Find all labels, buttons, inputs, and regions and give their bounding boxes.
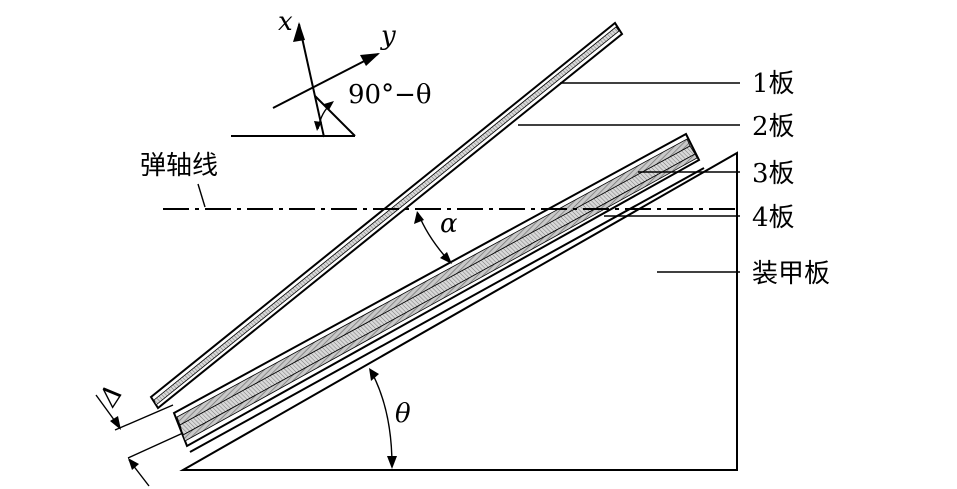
armor-plate-label: 装甲板 (752, 259, 830, 289)
angle-90-theta-label: 90°−θ (348, 80, 432, 110)
upper-plate-hatch (153, 26, 620, 406)
delta-arrow-top (110, 416, 121, 430)
theta-angle-arc (370, 370, 393, 467)
plate-3-label: 3板 (752, 159, 795, 189)
angle-arc-arrow-a (314, 121, 322, 131)
alpha-arc-arrow-bottom (440, 252, 452, 264)
plate-4-label: 4板 (752, 203, 795, 233)
coordinate-axes: x y 90°−θ (231, 7, 432, 138)
ballistic-axis-leader (197, 183, 206, 208)
y-axis-arrowhead (360, 53, 380, 66)
delta-extension-upper (114, 404, 174, 431)
axis-x-label: x (278, 7, 293, 37)
alpha-label: α (440, 209, 458, 239)
x-axis-line (298, 23, 325, 138)
plate-label-leaders (518, 82, 740, 273)
theta-arc-arrow-bottom (387, 456, 397, 469)
lower-plate-core-hatch (179, 145, 696, 436)
delta-extension-lower (127, 432, 184, 459)
upper-plate-group (149, 21, 624, 410)
angle-arc-arrow-b (324, 101, 334, 110)
y-axis-line (272, 53, 379, 109)
theta-arc-arrow-top (369, 368, 379, 381)
plate-2-label: 2板 (752, 112, 795, 142)
plate-1-label: 1板 (752, 69, 795, 99)
x-axis-arrowhead (293, 22, 305, 42)
theta-label: θ (395, 399, 411, 429)
ballistic-axis-label: 弹轴线 (140, 151, 218, 181)
delta-label: Δ (93, 380, 129, 413)
armor-plate-wedge (179, 151, 738, 471)
axis-y-label: y (380, 21, 396, 51)
lower-plate-bottom-hatch (182, 153, 698, 442)
delta-arrow-bottom (128, 458, 139, 470)
lower-plate-group (172, 132, 705, 453)
reference-slope-line (314, 95, 356, 137)
alpha-arc-arrow-top (414, 211, 424, 224)
